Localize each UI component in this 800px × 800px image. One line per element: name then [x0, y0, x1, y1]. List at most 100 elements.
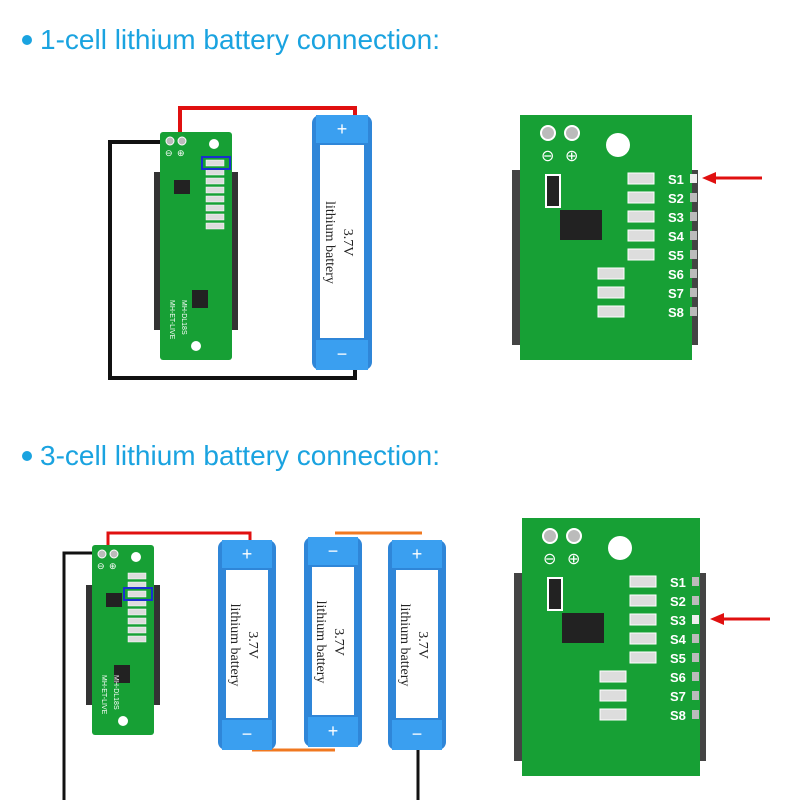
neg-pad [540, 125, 556, 141]
regulator-chip [106, 593, 122, 607]
smd-resistor [127, 590, 147, 598]
led [690, 212, 697, 221]
battery: +−3.7Vlithium battery [388, 540, 446, 750]
smd-resistor [205, 186, 225, 194]
neg-pin-label: ⊖ [165, 148, 173, 158]
wire-negative [62, 551, 98, 800]
pcb-body [522, 518, 700, 776]
smd-resistor [205, 159, 225, 167]
pos-pin-label: ⊕ [109, 561, 117, 571]
mount-hole [131, 552, 141, 562]
neg-pad [165, 136, 175, 146]
battery-text: 3.7Vlithium battery [322, 201, 355, 284]
arrow-icon [702, 172, 716, 184]
battery-type: lithium battery [322, 201, 337, 284]
pos-pin-label: ⊕ [177, 148, 185, 158]
battery-voltage: 3.7V [331, 628, 346, 656]
smd-resistor [127, 635, 147, 643]
battery-text: 3.7Vlithium battery [227, 604, 260, 687]
led-label-S2: S2 [668, 191, 684, 206]
led-bar [86, 585, 92, 705]
terminal-bottom: − [337, 344, 348, 364]
regulator-chip [562, 613, 604, 643]
smd-resistor [205, 204, 225, 212]
smd-resistor [629, 594, 657, 607]
brand-label: MH-ET-LIVE [168, 300, 175, 340]
bullet-icon [22, 451, 32, 461]
smd-resistor [127, 572, 147, 580]
led-label-S4: S4 [668, 229, 685, 244]
led-label-S1: S1 [668, 172, 684, 187]
battery-cap [392, 540, 442, 568]
diode [545, 174, 561, 208]
highlight-box [201, 156, 231, 170]
neg-pad [542, 528, 558, 544]
highlight-box [123, 587, 153, 601]
smd-resistor [205, 222, 225, 230]
wire-positive [106, 531, 252, 556]
bullet-icon [22, 35, 32, 45]
led-label-S6: S6 [670, 670, 686, 685]
led-label-S6: S6 [668, 267, 684, 282]
smd-resistor [627, 248, 655, 261]
battery-voltage: 3.7V [245, 631, 260, 659]
led-label-S1: S1 [670, 575, 686, 590]
pos-pin-label: ⊕ [565, 148, 578, 165]
heading-1-cell: 1-cell lithium battery connection: [22, 24, 440, 56]
battery-cap [392, 720, 442, 750]
mount-hole [606, 133, 630, 157]
battery: +−3.7Vlithium battery [218, 540, 276, 750]
battery-cap [308, 717, 358, 747]
led [690, 174, 697, 183]
pcb-body [520, 115, 692, 360]
led [690, 269, 697, 278]
pos-pad [177, 136, 187, 146]
terminal-bottom: + [328, 721, 339, 741]
led [692, 710, 699, 719]
battery-label-area [396, 570, 438, 718]
led-bar [232, 172, 238, 330]
ic-chip [114, 665, 130, 683]
smd-resistor [599, 708, 627, 721]
neg-pad [97, 549, 107, 559]
ic-chip [192, 290, 208, 308]
heading-text: 1-cell lithium battery connection: [40, 24, 440, 55]
smd-resistor [127, 626, 147, 634]
neg-pin-label: ⊖ [543, 551, 556, 568]
smd-resistor [127, 608, 147, 616]
led [690, 193, 697, 202]
battery-cap [222, 540, 272, 568]
pos-pin-label: ⊕ [567, 551, 580, 568]
smd-resistor [627, 229, 655, 242]
led [692, 691, 699, 700]
led [690, 307, 697, 316]
led-label-S7: S7 [668, 286, 684, 301]
terminal-top: + [242, 544, 253, 564]
mount-hole [118, 716, 128, 726]
pos-pad [109, 549, 119, 559]
terminal-top: + [412, 544, 423, 564]
smd-resistor [127, 617, 147, 625]
model-label: MH-DL18S [112, 675, 119, 710]
model-label: MH-DL18S [180, 300, 187, 335]
battery: −+3.7Vlithium battery [304, 537, 362, 747]
battery-label-area [312, 567, 354, 715]
mount-hole [209, 139, 219, 149]
regulator-chip [174, 180, 190, 194]
mount-hole [191, 341, 201, 351]
heading-text: 3-cell lithium battery connection: [40, 440, 440, 471]
battery-cap [222, 720, 272, 750]
pcb-board: ⊖ ⊕ MH-ET-LIVE MH-DL18S [154, 132, 238, 360]
smd-resistor [629, 575, 657, 588]
battery-label-area [226, 570, 268, 718]
led-label-S4: S4 [670, 632, 687, 647]
pos-pad [564, 125, 580, 141]
battery-voltage: 3.7V [415, 631, 430, 659]
smd-resistor [629, 632, 657, 645]
led [692, 672, 699, 681]
regulator-chip [560, 210, 602, 240]
smd-resistor [629, 651, 657, 664]
arrow-icon [710, 613, 724, 625]
